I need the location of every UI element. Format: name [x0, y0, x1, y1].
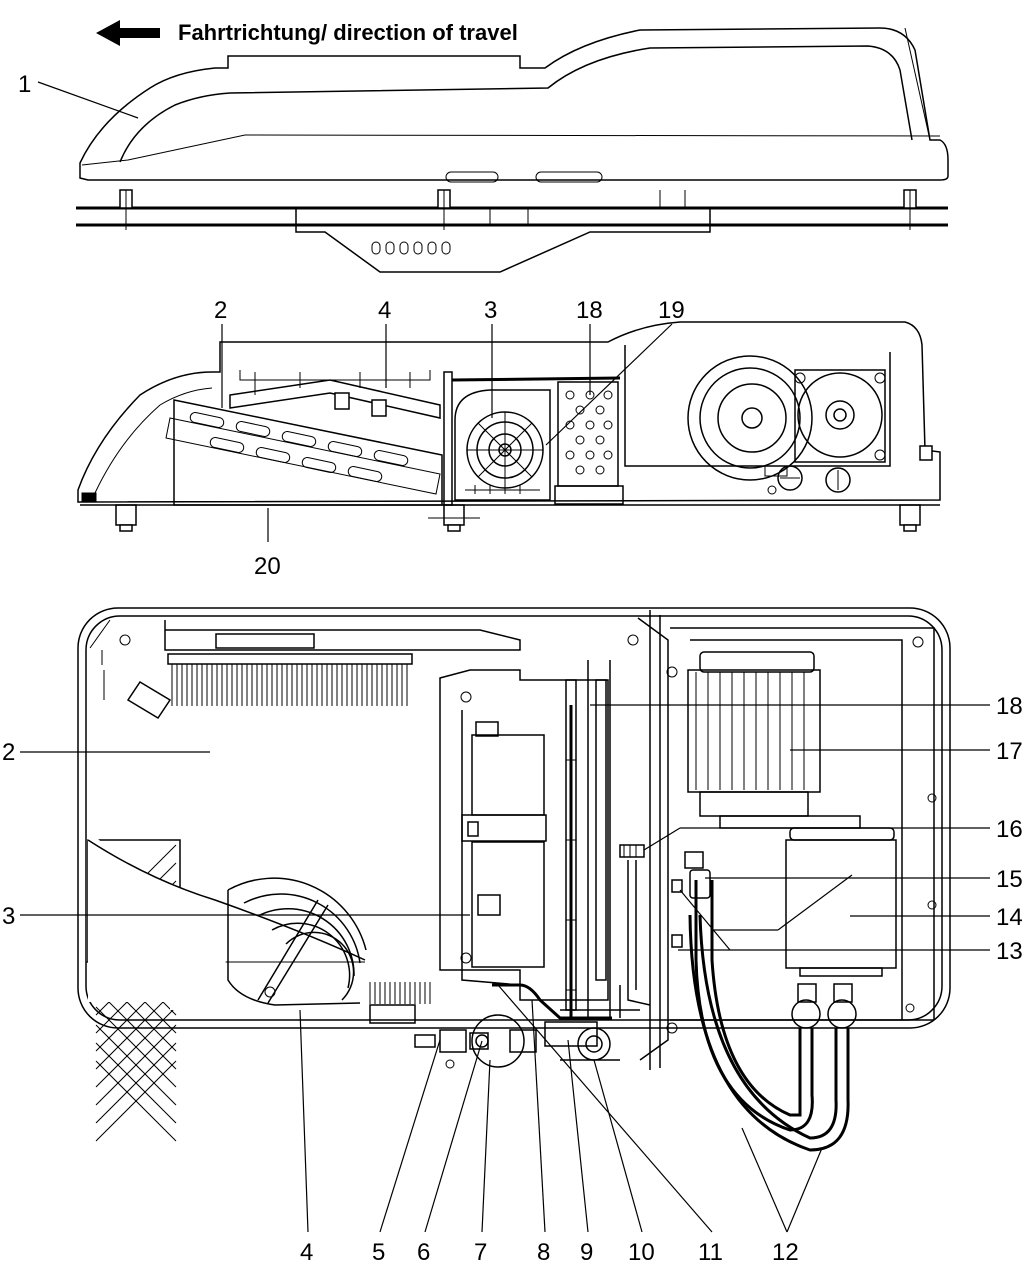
plan-callout-13: 13 — [996, 938, 1023, 965]
filter-panel — [554, 381, 624, 505]
exterior-side-view: 1 — [18, 27, 949, 273]
plan-outer-frame — [77, 607, 951, 1029]
condenser-compartment — [624, 345, 891, 495]
electrical-panel — [439, 669, 609, 1001]
evaporator-fins — [171, 664, 408, 706]
roof-cover-base-line — [81, 134, 941, 166]
evaporator-slots — [165, 412, 441, 495]
section-callout-4: 4 — [378, 297, 391, 324]
blower-section — [454, 389, 551, 501]
section-callout-19: 19 — [658, 297, 685, 324]
connector-block — [619, 844, 645, 858]
mounting-bolts — [119, 189, 917, 230]
roof-cover-outline — [79, 27, 949, 181]
evaporator-block — [173, 399, 443, 506]
compressor — [785, 827, 897, 1029]
plan-callout-18: 18 — [996, 693, 1023, 720]
partition-wall — [443, 371, 453, 506]
section-housing-outline — [77, 321, 941, 503]
vent-slot-2 — [535, 171, 603, 183]
valve-fittings — [414, 1014, 537, 1069]
direction-label: Fahrtrichtung/ direction of travel — [178, 20, 518, 45]
vertical-filter — [565, 634, 639, 1020]
plan-callout-6: 6 — [417, 1239, 430, 1266]
plan-callout-8: 8 — [537, 1239, 550, 1266]
motor — [687, 651, 861, 829]
callout-1: 1 — [18, 71, 31, 98]
direction-of-travel: Fahrtrichtung/ direction of travel — [96, 20, 518, 46]
plan-callout-3: 3 — [2, 903, 15, 930]
plan-callout-12: 12 — [772, 1239, 799, 1266]
left-air-filter — [87, 830, 366, 1142]
plan-callout-11: 11 — [698, 1239, 723, 1266]
interior-unit-outline — [295, 208, 711, 273]
arrow-left-icon — [96, 20, 160, 46]
plan-view: 2 3 18 17 16 15 14 13 4 5 6 7 8 9 10 11 … — [2, 607, 1023, 1266]
section-callout-2: 2 — [214, 297, 227, 324]
section-callout-20: 20 — [254, 553, 281, 580]
plan-callout-15: 15 — [996, 866, 1023, 893]
plan-callout-17: 17 — [996, 738, 1023, 765]
plan-callout-7: 7 — [474, 1239, 487, 1266]
plan-callout-16: 16 — [996, 816, 1023, 843]
condenser-fan-ring — [687, 355, 813, 481]
section-callout-3: 3 — [484, 297, 497, 324]
section-feet — [81, 445, 936, 532]
roof-cover-inner-line — [119, 45, 913, 163]
plan-callout-9: 9 — [580, 1239, 593, 1266]
hoses — [684, 851, 850, 1152]
plan-callout-4: 4 — [300, 1239, 313, 1266]
air-outlet-holes — [371, 241, 451, 255]
plan-callout-2: 2 — [2, 739, 15, 766]
section-view: 2 4 3 18 19 20 — [77, 297, 941, 580]
vent-slot-1 — [445, 171, 499, 183]
section-callout-18: 18 — [576, 297, 603, 324]
fan-guard — [227, 877, 367, 1006]
plan-callout-5: 5 — [372, 1239, 385, 1266]
roof-cover-rear-edge — [904, 27, 931, 141]
motor-round — [797, 372, 883, 458]
plan-callout-10: 10 — [628, 1239, 655, 1266]
plan-callout-14: 14 — [996, 904, 1023, 931]
refrigerant-pipe — [492, 983, 612, 1020]
